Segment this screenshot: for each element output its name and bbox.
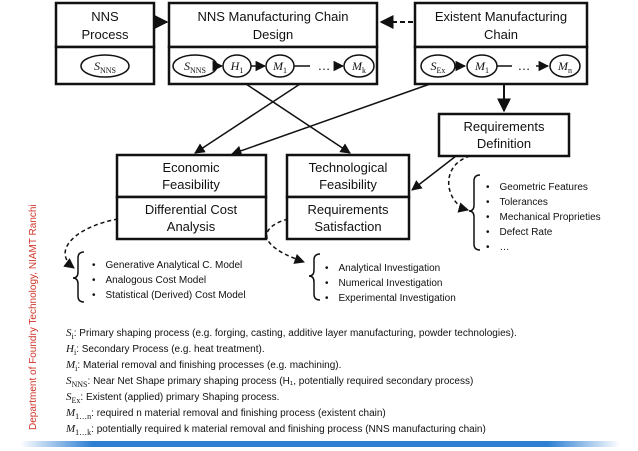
nns-process-box: NNS Process SNNS: [54, 1, 156, 86]
investigations-list: •Analytical Investigation •Numerical Inv…: [308, 253, 456, 304]
svg-text:•Geometric Features: •Geometric Features: [486, 182, 588, 193]
svg-text:•…: •…: [486, 242, 510, 253]
svg-text:•Defect Rate: •Defect Rate: [486, 227, 553, 238]
requirements-definition-title-1: Requirements: [464, 119, 545, 134]
economic-title-1: Economic: [162, 160, 220, 175]
economic-sub-1: Differential Cost: [145, 202, 238, 217]
svg-text:M1: M1: [474, 59, 489, 75]
arrow-existent-to-economic: [231, 83, 431, 156]
requirement-item: Defect Rate: [500, 227, 553, 238]
requirement-item: …: [500, 242, 510, 253]
accent-bar: [20, 441, 620, 447]
legend-line: M1…k: potentially required k material re…: [65, 423, 486, 437]
legend-line: SEx: Existent (applied) primary Shaping …: [66, 391, 279, 405]
svg-text:•Statistical (Derived) Cost Mo: •Statistical (Derived) Cost Model: [92, 290, 246, 301]
investigations-brace: [308, 253, 321, 301]
svg-text:•Mechanical Proprieties: •Mechanical Proprieties: [486, 212, 601, 223]
investigation-item: Numerical Investigation: [339, 278, 443, 289]
requirement-item: Geometric Features: [500, 182, 588, 193]
svg-text:•Experimental Investigation: •Experimental Investigation: [325, 293, 456, 304]
svg-text:•Tolerances: •Tolerances: [486, 197, 548, 208]
legend-line: M1…n: required n material removal and fi…: [65, 407, 386, 421]
existent-chain-title-2: Chain: [484, 27, 518, 42]
legend-line: SNNS: Near Net Shape primary shaping pro…: [66, 375, 473, 389]
existent-chain-ellipsis: …: [518, 58, 531, 73]
nns-chain-title-1: NNS Manufacturing Chain: [197, 9, 348, 24]
cost-model-item: Statistical (Derived) Cost Model: [106, 290, 246, 301]
svg-text:•Analogous Cost Model: •Analogous Cost Model: [92, 275, 206, 286]
cost-model-item: Analogous Cost Model: [106, 275, 207, 286]
dashed-to-requirements-list: [448, 155, 471, 213]
requirements-brace: [468, 174, 481, 251]
side-caption: Department of Foundry Technology, NIAMT …: [28, 204, 39, 430]
cost-model-item: Generative Analytical C. Model: [106, 260, 243, 271]
investigation-item: Analytical Investigation: [339, 263, 441, 274]
legend-line: Si: Primary shaping process (e.g. forgin…: [66, 327, 517, 341]
economic-feasibility-box: Economic Feasibility Differential Cost A…: [115, 153, 268, 241]
svg-text:Mk: Mk: [351, 59, 366, 75]
svg-text:•Analytical Investigation: •Analytical Investigation: [325, 263, 440, 274]
economic-title-2: Feasibility: [162, 177, 220, 192]
nns-chain-title-2: Design: [253, 27, 293, 42]
arrow-chain-to-technological: [245, 83, 351, 154]
svg-text:•Generative Analytical C. Mode: •Generative Analytical C. Model: [92, 260, 242, 271]
nns-process-title-1: NNS: [91, 9, 119, 24]
requirement-item: Mechanical Proprieties: [500, 212, 601, 223]
technological-title-2: Feasibility: [319, 177, 377, 192]
requirements-definition-box: Requirements Definition: [437, 112, 571, 158]
svg-text:Mn: Mn: [557, 59, 572, 75]
technological-title-1: Technological: [309, 160, 388, 175]
arrow-requirements-to-technological: [411, 155, 457, 191]
technological-sub-1: Requirements: [308, 202, 389, 217]
investigation-item: Experimental Investigation: [339, 293, 456, 304]
arrow-chain-to-economic: [194, 83, 301, 154]
node-snns-process-label: SNNS: [94, 59, 116, 75]
svg-text:SNNS: SNNS: [184, 59, 206, 75]
legend-line: Hi: Secondary Process (e.g. heat treatme…: [65, 343, 265, 357]
cost-models-brace: [72, 251, 85, 303]
dashed-to-investigations: [266, 218, 305, 264]
nns-chain-ellipsis: …: [318, 58, 331, 73]
node-mn: [549, 54, 581, 78]
svg-text:•Numerical Investigation: •Numerical Investigation: [325, 278, 442, 289]
requirements-list: •Geometric Features •Tolerances •Mechani…: [468, 174, 601, 253]
existent-chain-box: Existent Manufacturing Chain SEx M1 … Mn: [413, 1, 589, 86]
nns-process-title-2: Process: [82, 27, 129, 42]
nns-chain-box: NNS Manufacturing Chain Design SNNS H1 M…: [167, 1, 379, 86]
svg-text:SEx: SEx: [431, 59, 446, 75]
technological-sub-2: Satisfaction: [314, 219, 381, 234]
technological-feasibility-box: Technological Feasibility Requirements S…: [285, 153, 411, 241]
node-snns-process: [80, 54, 130, 78]
economic-sub-2: Analysis: [167, 219, 216, 234]
svg-text:H1: H1: [230, 59, 244, 75]
legend-line: Mi: Material removal and finishing proce…: [65, 359, 341, 373]
connectors: [63, 15, 511, 269]
requirement-item: Tolerances: [500, 197, 548, 208]
existent-chain-title-1: Existent Manufacturing: [435, 9, 567, 24]
cost-models-list: •Generative Analytical C. Model •Analogo…: [72, 251, 246, 303]
legend: Si: Primary shaping process (e.g. forgin…: [65, 327, 517, 437]
requirements-definition-title-2: Definition: [477, 136, 531, 151]
svg-text:M1: M1: [272, 59, 287, 75]
dashed-to-cost-models: [63, 218, 119, 269]
